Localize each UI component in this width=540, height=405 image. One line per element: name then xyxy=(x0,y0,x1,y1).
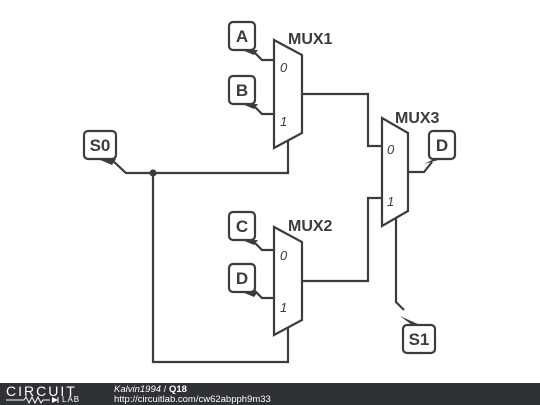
pin-d-input-label: D xyxy=(236,269,248,288)
wire-d-to-mux2 xyxy=(253,289,274,300)
wire-s1-to-mux3-select xyxy=(394,214,405,311)
pin-s1[interactable]: S1 xyxy=(400,316,437,355)
circuit-meta: Kalvin1994 / Q18 xyxy=(114,384,187,395)
junction-dot xyxy=(149,169,157,177)
mux1-input-0-label: 0 xyxy=(280,60,288,75)
pin-b[interactable]: B xyxy=(227,74,258,109)
mux2[interactable]: 0 1 MUX2 xyxy=(272,218,333,337)
footer-bar: CIRCUIT LAB Kalvin1994 / Q18 http://circ… xyxy=(0,383,540,405)
mux1[interactable]: 0 1 MUX1 xyxy=(272,31,333,150)
meta-separator: / xyxy=(161,384,169,395)
mux3-input-1-label: 1 xyxy=(387,194,394,209)
pin-c-label: C xyxy=(236,217,248,236)
mux2-input-0-label: 0 xyxy=(280,248,288,263)
pin-d-output-label: D xyxy=(436,136,448,155)
mux3-label: MUX3 xyxy=(395,110,440,127)
logo-text: CIRCUIT xyxy=(6,383,77,399)
pin-s1-label: S1 xyxy=(409,330,430,349)
mux1-label: MUX1 xyxy=(288,31,333,48)
mux3-input-0-label: 0 xyxy=(387,142,395,157)
mux1-input-1-label: 1 xyxy=(280,114,287,129)
circuit-url-link[interactable]: http://circuitlab.com/cw62abpph9m33 xyxy=(114,394,271,405)
pin-a-label: A xyxy=(236,27,248,46)
mux3[interactable]: 0 1 MUX3 xyxy=(380,110,440,228)
wire-c-to-mux2 xyxy=(253,241,274,252)
pin-d-input[interactable]: D xyxy=(227,262,258,297)
wire-s0-net xyxy=(111,140,290,175)
pin-d-output[interactable]: D xyxy=(424,129,457,164)
author-link[interactable]: Kalvin1994 xyxy=(114,384,162,395)
circuit-schematic: 0 1 MUX1 0 1 MUX2 0 1 MUX3 A B C D xyxy=(82,20,457,364)
mux2-input-1-label: 1 xyxy=(280,300,287,315)
wire-b-to-mux1 xyxy=(253,105,274,116)
pin-s0-label: S0 xyxy=(90,136,111,155)
wire-mux2-to-mux3 xyxy=(302,196,382,283)
pin-a[interactable]: A xyxy=(227,20,258,55)
circuit-title: Q18 xyxy=(168,384,187,395)
pin-s0[interactable]: S0 xyxy=(82,129,118,165)
wire-s0-to-mux2-select xyxy=(151,173,290,364)
wire-mux3-to-d xyxy=(408,161,433,174)
wire-mux1-to-mux3 xyxy=(302,92,382,148)
mux2-label: MUX2 xyxy=(288,218,333,235)
logo-resistor-icon xyxy=(6,396,59,404)
pin-c[interactable]: C xyxy=(227,210,258,245)
wires xyxy=(111,51,433,364)
logo-sub-text: LAB xyxy=(62,395,81,404)
circuitlab-logo[interactable]: CIRCUIT xyxy=(6,384,77,398)
wire-a-to-mux1 xyxy=(253,51,274,62)
pin-b-label: B xyxy=(236,81,248,100)
